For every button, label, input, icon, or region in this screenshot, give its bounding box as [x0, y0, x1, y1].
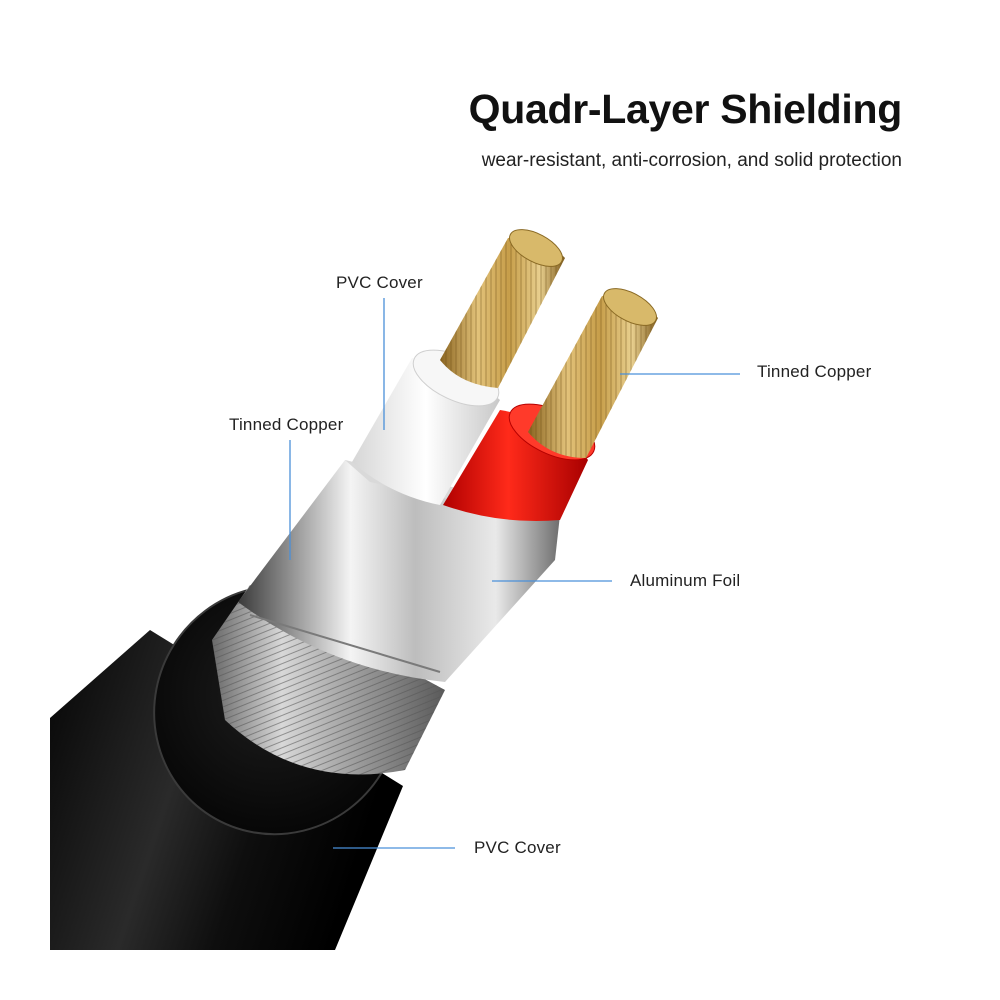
label-aluminum-foil: Aluminum Foil [630, 571, 741, 590]
page-subtitle: wear-resistant, anti-corrosion, and soli… [481, 150, 902, 171]
leader-lines [289, 298, 740, 849]
label-pvc-cover-outer: PVC Cover [474, 838, 561, 857]
label-pvc-cover-inner: PVC Cover [336, 273, 423, 292]
red-core-copper-strands [528, 288, 658, 458]
label-tinned-copper-left: Tinned Copper [229, 415, 344, 434]
page-title: Quadr-Layer Shielding [468, 86, 903, 132]
braided-shield [212, 585, 445, 775]
label-tinned-copper-right: Tinned Copper [757, 362, 872, 381]
white-core-copper-strands [440, 229, 565, 388]
